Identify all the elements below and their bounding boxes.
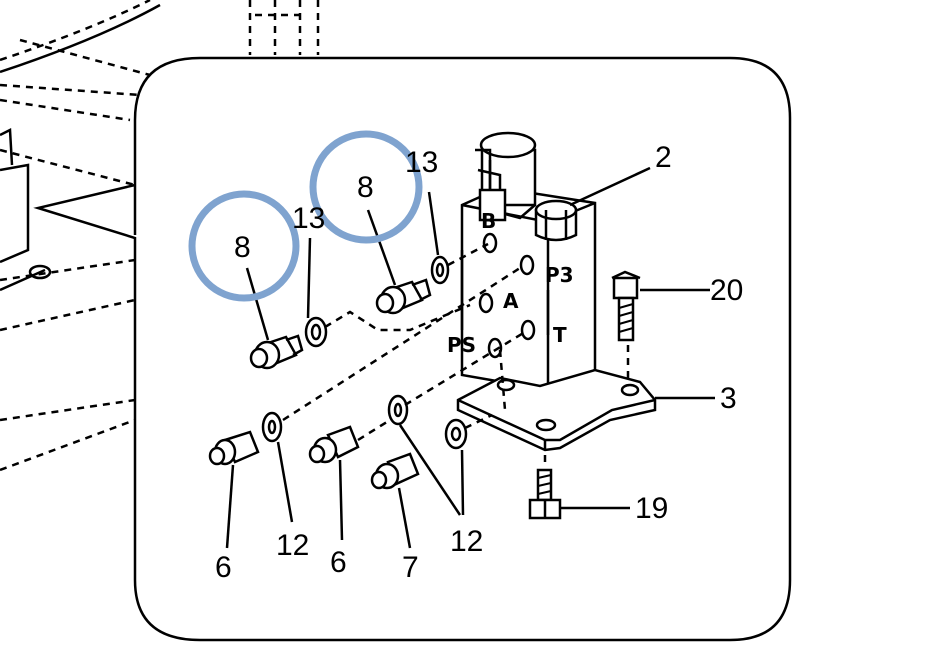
callout-8-left: 8 [234, 231, 251, 264]
callout-12-right: 12 [450, 525, 483, 558]
port-label-t: T [553, 323, 567, 347]
callout-8-right: 8 [357, 171, 374, 204]
valve-cap [534, 199, 578, 242]
background-machine-outline [0, 0, 320, 472]
callout-13-upper: 13 [405, 146, 438, 179]
washer-13-lower [304, 316, 328, 348]
callout-3: 3 [720, 382, 737, 415]
callout-frame [33, 56, 792, 642]
washer-13-upper [430, 255, 450, 285]
callout-13-lower: 13 [292, 202, 325, 235]
callout-2: 2 [655, 141, 672, 174]
callout-12-left: 12 [276, 529, 309, 562]
fitting-6-middle [308, 425, 360, 464]
port-label-p3: P3 [545, 263, 574, 287]
washer-12-left [261, 411, 283, 443]
fitting-8-lower [249, 334, 304, 370]
highlight-circle-left [188, 190, 300, 302]
callout-6-left: 6 [215, 551, 232, 584]
assembly-lines [282, 242, 526, 442]
port-label-ps: PS [447, 333, 476, 357]
bolt-19 [528, 455, 562, 520]
callout-6-middle: 6 [330, 546, 347, 579]
washer-12-right-lower [444, 418, 468, 450]
port-label-b: B [481, 209, 496, 233]
bolt-20 [611, 270, 641, 385]
solenoid [475, 131, 537, 222]
callout-19: 19 [635, 492, 668, 525]
highlight-circle-right [309, 130, 423, 244]
fitting-8-upper [375, 278, 432, 315]
fitting-7 [370, 452, 420, 490]
callout-7: 7 [402, 551, 419, 584]
fitting-6-left [208, 430, 260, 466]
callout-20: 20 [710, 274, 743, 307]
port-label-a: A [503, 289, 519, 313]
washer-12-right-upper [387, 394, 409, 426]
mounting-plate [456, 368, 657, 452]
leader-lines [225, 166, 715, 549]
